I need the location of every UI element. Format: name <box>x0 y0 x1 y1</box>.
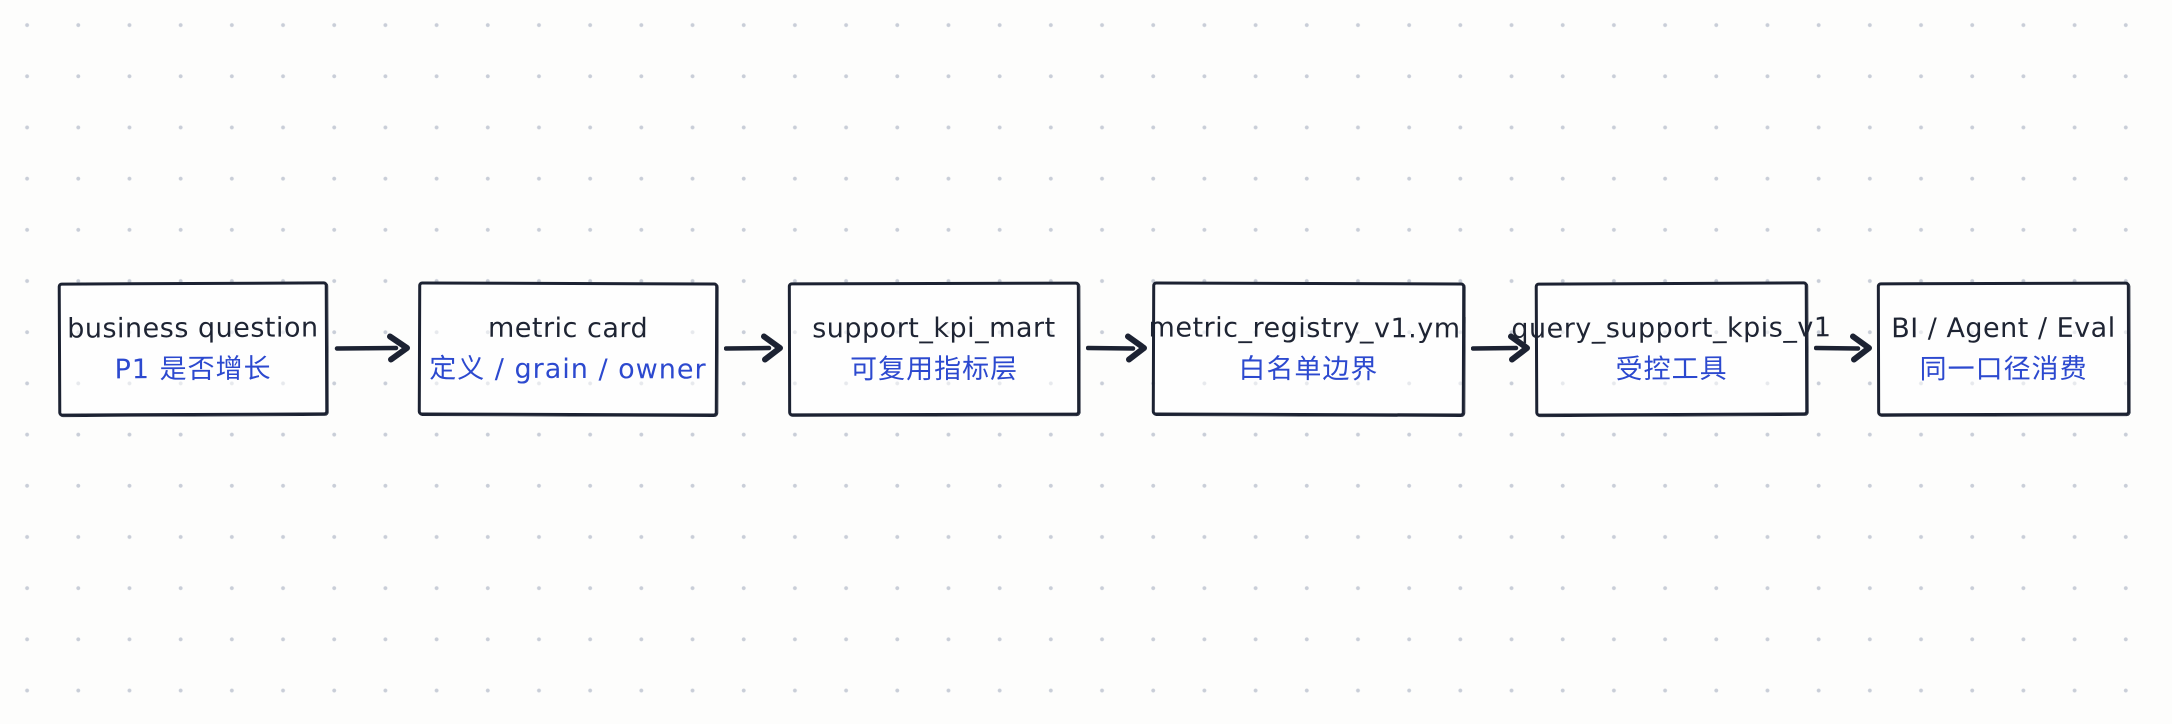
arrow-right-icon[interactable] <box>1086 328 1148 368</box>
node-title: query_support_kpis_v1 <box>1511 312 1832 345</box>
node-title: metric card <box>487 312 649 345</box>
node-support-kpi-mart[interactable]: support_kpi_mart 可复用指标层 <box>787 281 1081 417</box>
node-title: metric_registry_v1.yml <box>1148 312 1469 345</box>
arrow-right-icon[interactable] <box>1471 328 1531 368</box>
node-title: business question <box>67 312 319 345</box>
arrow-right-icon[interactable] <box>334 328 412 368</box>
node-subtitle: P1 是否增长 <box>114 353 272 386</box>
node-metric-card[interactable]: metric card 定义 / grain / owner <box>417 281 719 417</box>
node-metric-registry[interactable]: metric_registry_v1.yml 白名单边界 <box>1149 281 1469 417</box>
arrow-right-icon[interactable] <box>1814 328 1873 368</box>
node-title: BI / Agent / Eval <box>1891 312 2116 345</box>
node-subtitle: 受控工具 <box>1615 353 1728 386</box>
arrow-right-icon[interactable] <box>724 328 784 368</box>
node-subtitle: 定义 / grain / owner <box>429 353 707 386</box>
node-subtitle: 可复用指标层 <box>850 353 1019 386</box>
node-subtitle: 同一口径消费 <box>1919 353 2088 386</box>
node-title: support_kpi_mart <box>812 312 1056 345</box>
node-bi-agent-eval[interactable]: BI / Agent / Eval 同一口径消费 <box>1876 281 2131 417</box>
node-subtitle: 白名单边界 <box>1238 353 1379 386</box>
node-query-support-kpis[interactable]: query_support_kpis_v1 受控工具 <box>1511 281 1832 417</box>
node-business-question[interactable]: business question P1 是否增长 <box>57 281 329 417</box>
